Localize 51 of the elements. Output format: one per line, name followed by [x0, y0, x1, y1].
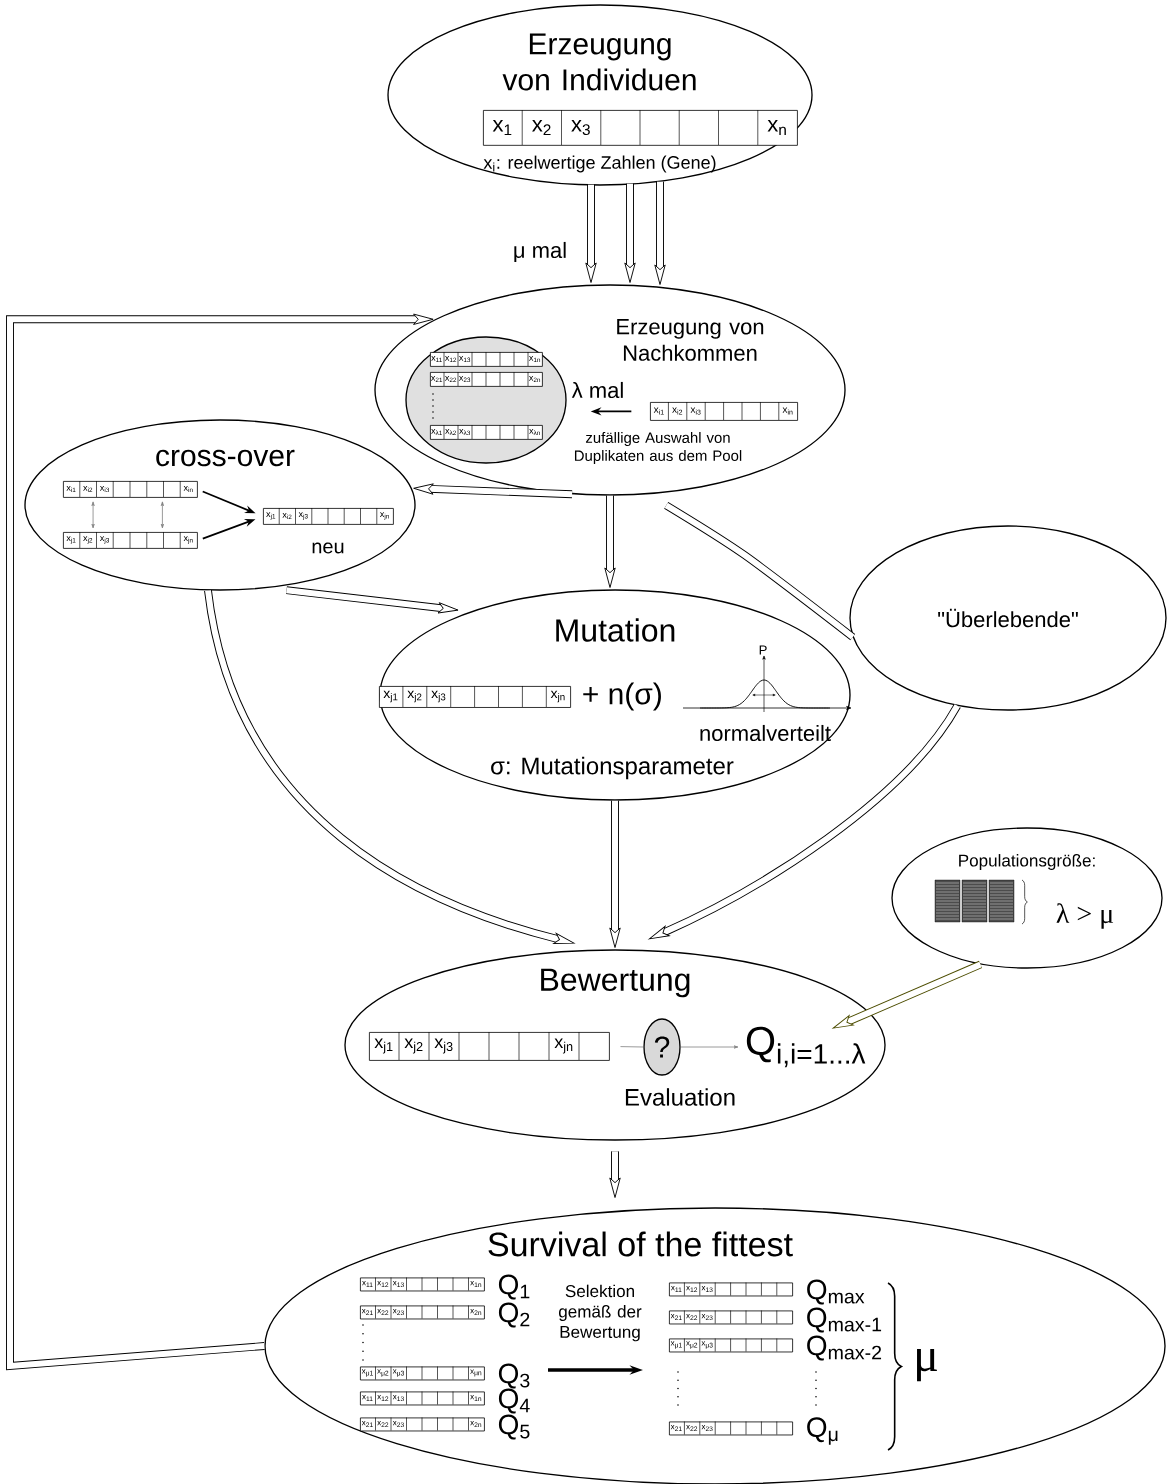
- arrow: [680, 1045, 739, 1049]
- block-arrow: [604, 495, 616, 588]
- gene-strip: x$_{11}$ x$_{12}$ x$_{13}$: [669, 1282, 793, 1297]
- block-arrow: [585, 184, 597, 283]
- score-label: Q$_{μ}$: [807, 1417, 838, 1445]
- gene-strip: x$_{j1}$ x$_{i2}$ x$_{j3}$ x$_{jn}$: [263, 507, 394, 525]
- gene-strip: x$_{j1}$ x$_{j2}$ x$_{j3}$ x$_{jn}$: [379, 685, 571, 708]
- gene-strip: x$_{j1}$ x$_{j2}$ x$_{j3}$ x$_{jn}$: [63, 531, 198, 549]
- block-arrow: [413, 483, 573, 499]
- gene-strip: x$_{21}$ x$_{22}$ x$_{23}$ x$_{2n}$: [430, 371, 543, 387]
- score-label: Q$_{max}$: [807, 1279, 865, 1305]
- score-label: Q$_{2}$: [498, 1302, 530, 1328]
- gene-strip: x$_{11}$ x$_{12}$ x$_{13}$ x$_{1n}$: [430, 351, 543, 367]
- block-arrow: [286, 586, 459, 614]
- block-arrow: [654, 181, 666, 285]
- block-arrow: [6, 313, 434, 1371]
- gene-strip: x$_{1}$ x$_{2}$ x$_{3}$ x$_{n}$: [483, 109, 798, 146]
- gene-strip: x$_{11}$ x$_{12}$ x$_{13}$ x$_{1n}$: [360, 1277, 485, 1292]
- score-label: Q$_{max-1}$: [807, 1307, 882, 1333]
- arrow: [160, 501, 164, 529]
- edge-label: μ mal: [511, 240, 569, 264]
- block-arrow: [624, 183, 636, 283]
- gene-strip: x$_{21}$ x$_{22}$ x$_{23}$ x$_{2n}$: [360, 1305, 485, 1320]
- score-label: Q$_{4}$: [498, 1388, 530, 1414]
- caption-text: Selektion gemäß der Bewertung: [559, 1284, 642, 1342]
- block-arrow: [832, 960, 983, 1029]
- score-label: Q$_{1}$: [498, 1274, 530, 1300]
- gene-strip: x$_{21}$ x$_{22}$ x$_{23}$: [669, 1310, 793, 1325]
- caption-text: normalverteilt: [700, 724, 831, 742]
- gene-strip: x$_{21}$ x$_{22}$ x$_{23}$: [669, 1421, 793, 1436]
- score-label: Q$_{max-2}$: [807, 1335, 882, 1361]
- score-label: Q$_{i,i=1...λ}$: [746, 1026, 866, 1068]
- symbol-label: μ: [917, 1348, 937, 1382]
- gene-strip: x$_{μ1}$ x$_{μ2}$ x$_{μ3}$ x$_{μn}$: [360, 1366, 485, 1381]
- block-arrow: [204, 589, 575, 944]
- gene-strip: x$_{μ1}$ x$_{μ2}$ x$_{μ3}$: [669, 1338, 793, 1353]
- arrow: [91, 501, 95, 529]
- score-label: + n(σ): [583, 682, 661, 711]
- gene-strip: x$_{21}$ x$_{22}$ x$_{23}$ x$_{2n}$: [360, 1417, 485, 1432]
- caption-text: neu: [312, 542, 344, 554]
- score-label: Q$_{5}$: [498, 1414, 530, 1440]
- score-label: Q$_{3}$: [498, 1363, 530, 1389]
- block-arrow: [609, 1151, 621, 1198]
- gene-strip: x$_{11}$ x$_{12}$ x$_{13}$ x$_{1n}$: [360, 1391, 485, 1406]
- text-label: P: [759, 645, 767, 655]
- block-arrow: [648, 703, 961, 940]
- block-arrow: [609, 800, 621, 948]
- gene-strip: x$_{i1}$ x$_{i2}$ x$_{i3}$ x$_{in}$: [650, 401, 798, 421]
- gene-strip: x$_{i1}$ x$_{i2}$ x$_{i3}$ x$_{in}$: [63, 480, 198, 498]
- gene-strip: x$_{j1}$ x$_{j2}$ x$_{j3}$ x$_{jn}$: [369, 1031, 610, 1061]
- gene-strip: x$_{λ1}$ x$_{λ2}$ x$_{λ3}$ x$_{λn}$: [430, 424, 543, 440]
